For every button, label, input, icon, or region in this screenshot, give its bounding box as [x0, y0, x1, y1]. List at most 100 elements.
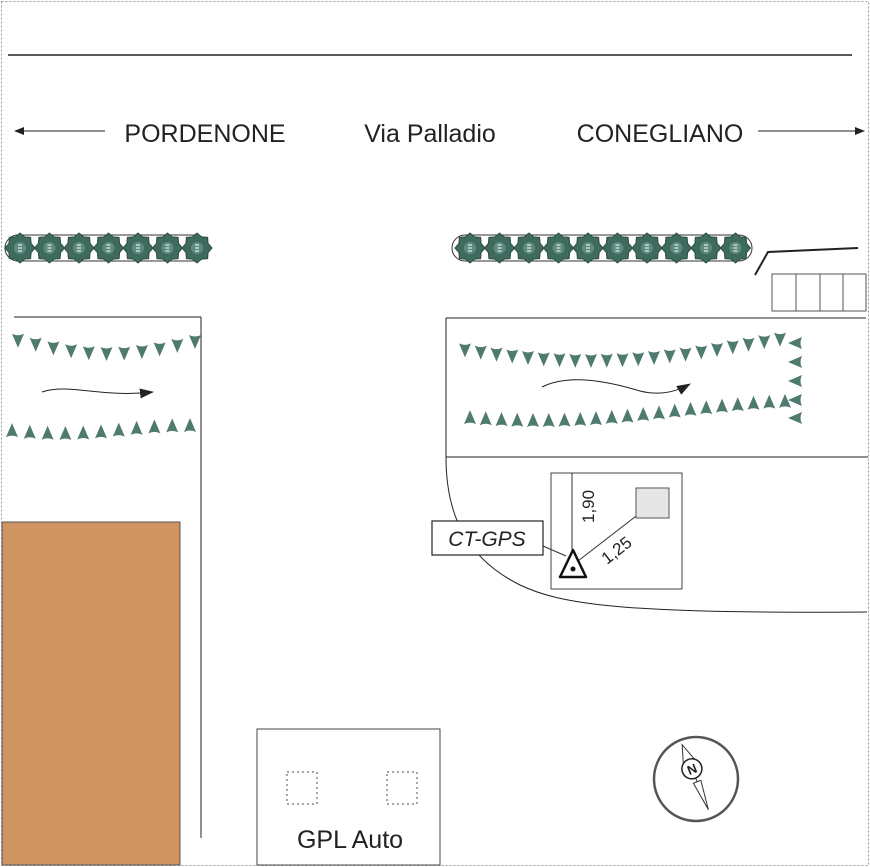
tree-mark — [495, 412, 508, 427]
dimension-label-vertical: 1,90 — [579, 490, 598, 523]
tree-mark — [65, 344, 78, 359]
survey-detail: 1,90 1,25 — [550, 472, 683, 590]
tree-mark — [77, 425, 90, 440]
shrub-icon — [690, 232, 722, 264]
tree-mark — [459, 343, 471, 358]
tree-mark — [112, 422, 125, 437]
tree-mark — [130, 420, 143, 435]
tree-mark — [763, 394, 776, 409]
tree-mark — [100, 346, 113, 361]
tree-mark — [558, 412, 571, 427]
tree-mark — [788, 356, 802, 368]
tree-mark — [668, 403, 681, 418]
shrub-icon — [454, 232, 752, 264]
direction-label-right: CONEGLIANO — [577, 120, 744, 148]
parking-entrance — [754, 247, 867, 312]
tree-mark — [95, 424, 107, 439]
tree-mark — [12, 333, 24, 348]
tree-mark — [758, 335, 771, 350]
tree-mark — [464, 410, 476, 425]
tree-mark — [29, 337, 42, 352]
building-block — [1, 521, 181, 866]
tree-mark — [511, 412, 524, 427]
hedge-right — [451, 232, 753, 264]
tank-marker — [286, 771, 318, 805]
tree-mark — [700, 400, 713, 415]
tree-mark — [747, 395, 760, 410]
shrub-icon — [454, 232, 486, 264]
direction-label-left: PORDENONE — [124, 120, 285, 148]
tree-mark — [779, 393, 791, 408]
tree-mark — [716, 398, 728, 413]
tank-marker — [386, 771, 418, 805]
tree-mark — [726, 340, 739, 355]
shrub-icon — [542, 232, 575, 264]
tree-mark — [490, 347, 503, 362]
tree-mark — [527, 412, 539, 427]
tree-mark — [189, 334, 201, 349]
tree-mark — [684, 401, 697, 416]
tree-mark — [82, 346, 95, 361]
dimension-line-diagonal — [577, 512, 641, 562]
tree-mark — [148, 419, 161, 434]
shrub-icon — [660, 232, 693, 264]
tree-mark — [585, 353, 597, 368]
tree-mark — [788, 337, 802, 349]
tree-mark — [788, 394, 802, 406]
station-label-box — [431, 520, 544, 556]
shrub-icon — [601, 232, 634, 264]
tree-mark — [166, 418, 179, 433]
right-lot-outline — [445, 317, 868, 613]
shrub-icon — [4, 232, 36, 264]
tree-mark — [695, 345, 708, 360]
tree-mark — [788, 412, 802, 424]
tree-mark — [171, 338, 184, 353]
tree-row-right — [459, 332, 802, 427]
reference-marker — [635, 487, 670, 519]
shrub-icon — [151, 232, 184, 264]
tree-mark — [605, 409, 618, 424]
tree-mark — [590, 411, 602, 426]
left-lot-outline — [14, 316, 202, 838]
shrub-icon — [719, 232, 752, 264]
shrub-icon — [33, 232, 66, 264]
tree-mark — [135, 344, 148, 359]
shrub-icon — [181, 232, 213, 264]
tree-mark — [648, 351, 660, 366]
flow-arrow-icon — [41, 388, 154, 399]
tree-mark — [118, 346, 131, 361]
tree-mark — [731, 397, 744, 412]
tree-mark — [653, 405, 665, 420]
gpl-building: GPL Auto — [256, 728, 441, 866]
street-name: Via Palladio — [364, 120, 496, 148]
tree-mark — [184, 418, 196, 433]
tree-mark — [522, 351, 534, 366]
flow-arrow-icon — [541, 379, 691, 395]
tree-mark — [574, 411, 587, 426]
shrub-icon — [483, 232, 516, 264]
tree-mark — [637, 407, 650, 422]
shrub-icon — [92, 232, 125, 264]
tree-mark — [711, 343, 723, 358]
triangle-survey-marker-icon — [558, 548, 588, 579]
building-label: GPL Auto — [297, 826, 403, 854]
tree-mark — [600, 353, 613, 368]
shrub-icon — [513, 232, 545, 264]
tree-mark — [479, 411, 492, 426]
tree-mark — [774, 332, 786, 347]
tree-mark — [788, 375, 802, 387]
tree-mark — [6, 423, 18, 438]
hedge-left — [4, 232, 213, 264]
shrub-icon — [4, 232, 213, 264]
tree-mark — [59, 425, 72, 440]
tree-mark — [632, 352, 645, 367]
tree-mark — [553, 353, 566, 368]
tree-mark — [537, 352, 550, 367]
callout-leader — [542, 545, 567, 557]
tree-mark — [474, 345, 487, 360]
tree-mark — [153, 342, 166, 357]
tree-mark — [616, 353, 629, 368]
tree-mark — [23, 424, 36, 439]
tree-mark — [506, 349, 519, 364]
